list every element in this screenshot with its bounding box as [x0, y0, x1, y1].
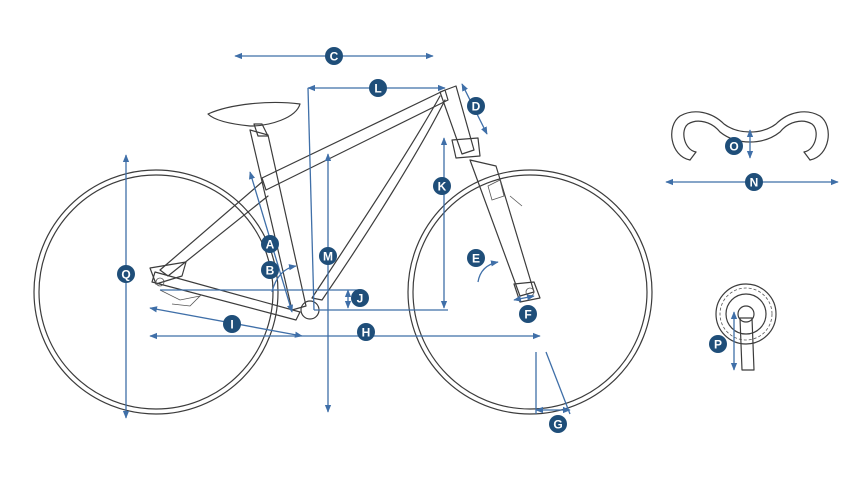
badge-m-label: M	[323, 250, 333, 264]
bar-end-left	[689, 151, 697, 161]
badge-n-circle	[745, 173, 763, 191]
bar-end-right	[803, 151, 811, 161]
badge-m: M	[319, 247, 337, 265]
badge-d: D	[467, 97, 485, 115]
dimension-badges: AB C D E F G H I J K L M N O P Q	[117, 47, 763, 433]
badge-b-circle	[261, 261, 279, 279]
badge-q-label: Q	[121, 268, 130, 282]
saddle	[207, 101, 301, 127]
badge-c-label: C	[330, 50, 339, 64]
handlebar-drawing	[665, 111, 839, 186]
badge-e: E	[467, 249, 485, 267]
badge-h: H	[357, 323, 375, 341]
badge-h-label: H	[362, 326, 371, 340]
badge-g: G	[549, 415, 567, 433]
crankset-drawing	[715, 283, 777, 371]
crank-arm	[739, 317, 755, 371]
badge-l: L	[369, 79, 387, 97]
badge-b: B	[261, 261, 279, 279]
rear-dropout	[149, 261, 187, 285]
dim-e-arc	[477, 260, 499, 283]
badge-f-label: F	[524, 308, 531, 322]
rear-wheel	[33, 169, 279, 415]
badge-j-label: J	[357, 292, 364, 306]
dim-g-steer	[545, 351, 571, 415]
badge-e-circle	[467, 249, 485, 267]
crank-spindle	[737, 305, 755, 323]
badge-a-label: A	[266, 238, 275, 252]
badge-i-label: I	[230, 318, 233, 332]
badge-b-label: B	[266, 264, 275, 278]
badge-j-circle	[351, 289, 369, 307]
stem	[451, 137, 481, 159]
front-wheel	[407, 169, 653, 415]
badge-o: O	[725, 137, 743, 155]
badge-k-label: K	[438, 180, 447, 194]
badge-m-circle	[319, 247, 337, 265]
badge-c: C	[325, 47, 343, 65]
badge-e-label: E	[472, 252, 480, 266]
badge-o-label: O	[729, 140, 738, 154]
badge-d-label: D	[472, 100, 481, 114]
badge-o-circle	[725, 137, 743, 155]
badge-l-circle	[369, 79, 387, 97]
top-tube	[261, 89, 449, 191]
chainring-outer	[715, 283, 777, 345]
dim-b-arc	[271, 264, 297, 293]
badge-i: I	[223, 315, 241, 333]
dim-f-line	[513, 294, 535, 302]
badge-n-label: N	[750, 176, 759, 190]
seat-stay	[159, 181, 269, 277]
badge-p: P	[709, 335, 727, 353]
brake-cable	[509, 195, 523, 207]
badge-l-label: L	[374, 82, 381, 96]
badge-k-circle	[433, 177, 451, 195]
badge-i-circle	[223, 315, 241, 333]
badge-f-circle	[519, 305, 537, 323]
badge-f: F	[519, 305, 537, 323]
front-wheel-rim	[412, 174, 648, 410]
badge-c-circle	[325, 47, 343, 65]
badge-g-circle	[549, 415, 567, 433]
seatpost	[253, 123, 269, 137]
badge-k: K	[433, 177, 451, 195]
derailleur	[159, 289, 202, 307]
head-tube	[439, 85, 475, 155]
dim-l-drop	[307, 87, 315, 311]
chainring-teeth	[719, 287, 773, 341]
badge-a: A	[261, 235, 279, 253]
badge-a-circle	[261, 235, 279, 253]
badge-j: J	[351, 289, 369, 307]
rear-hub	[155, 277, 165, 287]
badge-p-label: P	[714, 338, 722, 352]
down-tube	[311, 95, 446, 301]
dimension-lines	[122, 52, 571, 419]
bicycle-drawing	[33, 85, 653, 415]
badge-d-circle	[467, 97, 485, 115]
badge-h-circle	[357, 323, 375, 341]
badge-g-label: G	[553, 418, 562, 432]
rear-wheel-rim	[38, 174, 274, 410]
badge-p-circle	[709, 335, 727, 353]
badge-q-circle	[117, 265, 135, 283]
chainring-inner	[725, 293, 767, 335]
fork-crown	[487, 179, 505, 201]
badge-n: N	[745, 173, 763, 191]
badge-q: Q	[117, 265, 135, 283]
